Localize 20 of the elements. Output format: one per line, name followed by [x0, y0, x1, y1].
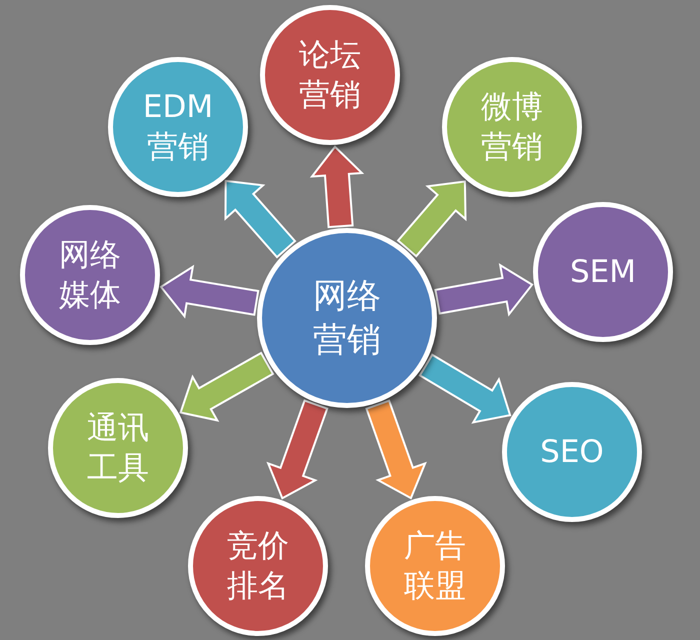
block-arrow [160, 264, 260, 319]
circle-label: 通讯工具 [86, 408, 150, 488]
circle-label: SEM [568, 252, 637, 292]
circle-label: 网络营销 [312, 274, 382, 362]
circle-label: 论坛营销 [298, 36, 362, 115]
block-arrow [266, 400, 328, 500]
block-arrow [434, 263, 534, 317]
block-arrow [179, 352, 274, 422]
block-arrow [224, 180, 296, 258]
block-arrow [397, 180, 467, 258]
circle-label: SEO [539, 432, 605, 472]
block-arrow [366, 400, 427, 500]
block-arrow [418, 354, 512, 424]
block-arrow [310, 145, 364, 228]
circle-label: 网络媒体 [58, 236, 122, 315]
circle-label: EDM营销 [142, 88, 214, 167]
circle-label: 微博营销 [480, 88, 544, 167]
circle-label: 竞价排名 [226, 526, 290, 606]
topic-circle [502, 382, 642, 522]
circle-label: 广告联盟 [403, 526, 467, 606]
